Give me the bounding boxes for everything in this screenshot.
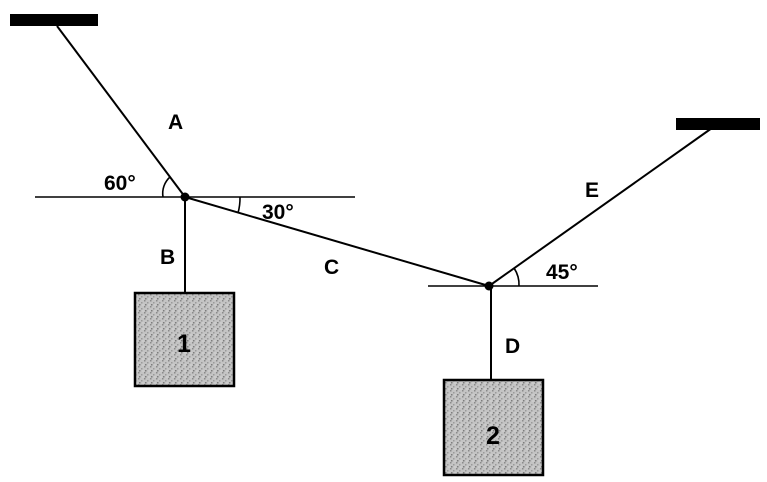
angle-label-30: 30°	[262, 201, 294, 224]
angle-arc-60	[161, 176, 171, 198]
rope-c-label: C	[324, 256, 339, 279]
mass-2-label: 2	[486, 422, 500, 450]
rope-a	[56, 25, 186, 198]
rope-e	[488, 127, 713, 287]
rope-a-label: A	[168, 111, 183, 134]
mass-1-label: 1	[177, 330, 191, 358]
ceiling-right	[676, 118, 760, 130]
angle-arc-30	[237, 196, 241, 214]
angle-arc-45	[513, 267, 520, 287]
knot-right	[484, 281, 494, 291]
knot-left	[180, 192, 190, 202]
mass-1-box	[133, 291, 236, 388]
angle-label-60: 60°	[104, 172, 136, 195]
rope-b-label: B	[160, 246, 175, 269]
rope-c	[184, 196, 490, 287]
angle-label-45: 45°	[546, 261, 578, 284]
mass-2-box	[442, 378, 545, 477]
ceiling-left	[10, 14, 98, 26]
rope-d-label: D	[505, 335, 520, 358]
rope-e-label: E	[585, 179, 599, 202]
